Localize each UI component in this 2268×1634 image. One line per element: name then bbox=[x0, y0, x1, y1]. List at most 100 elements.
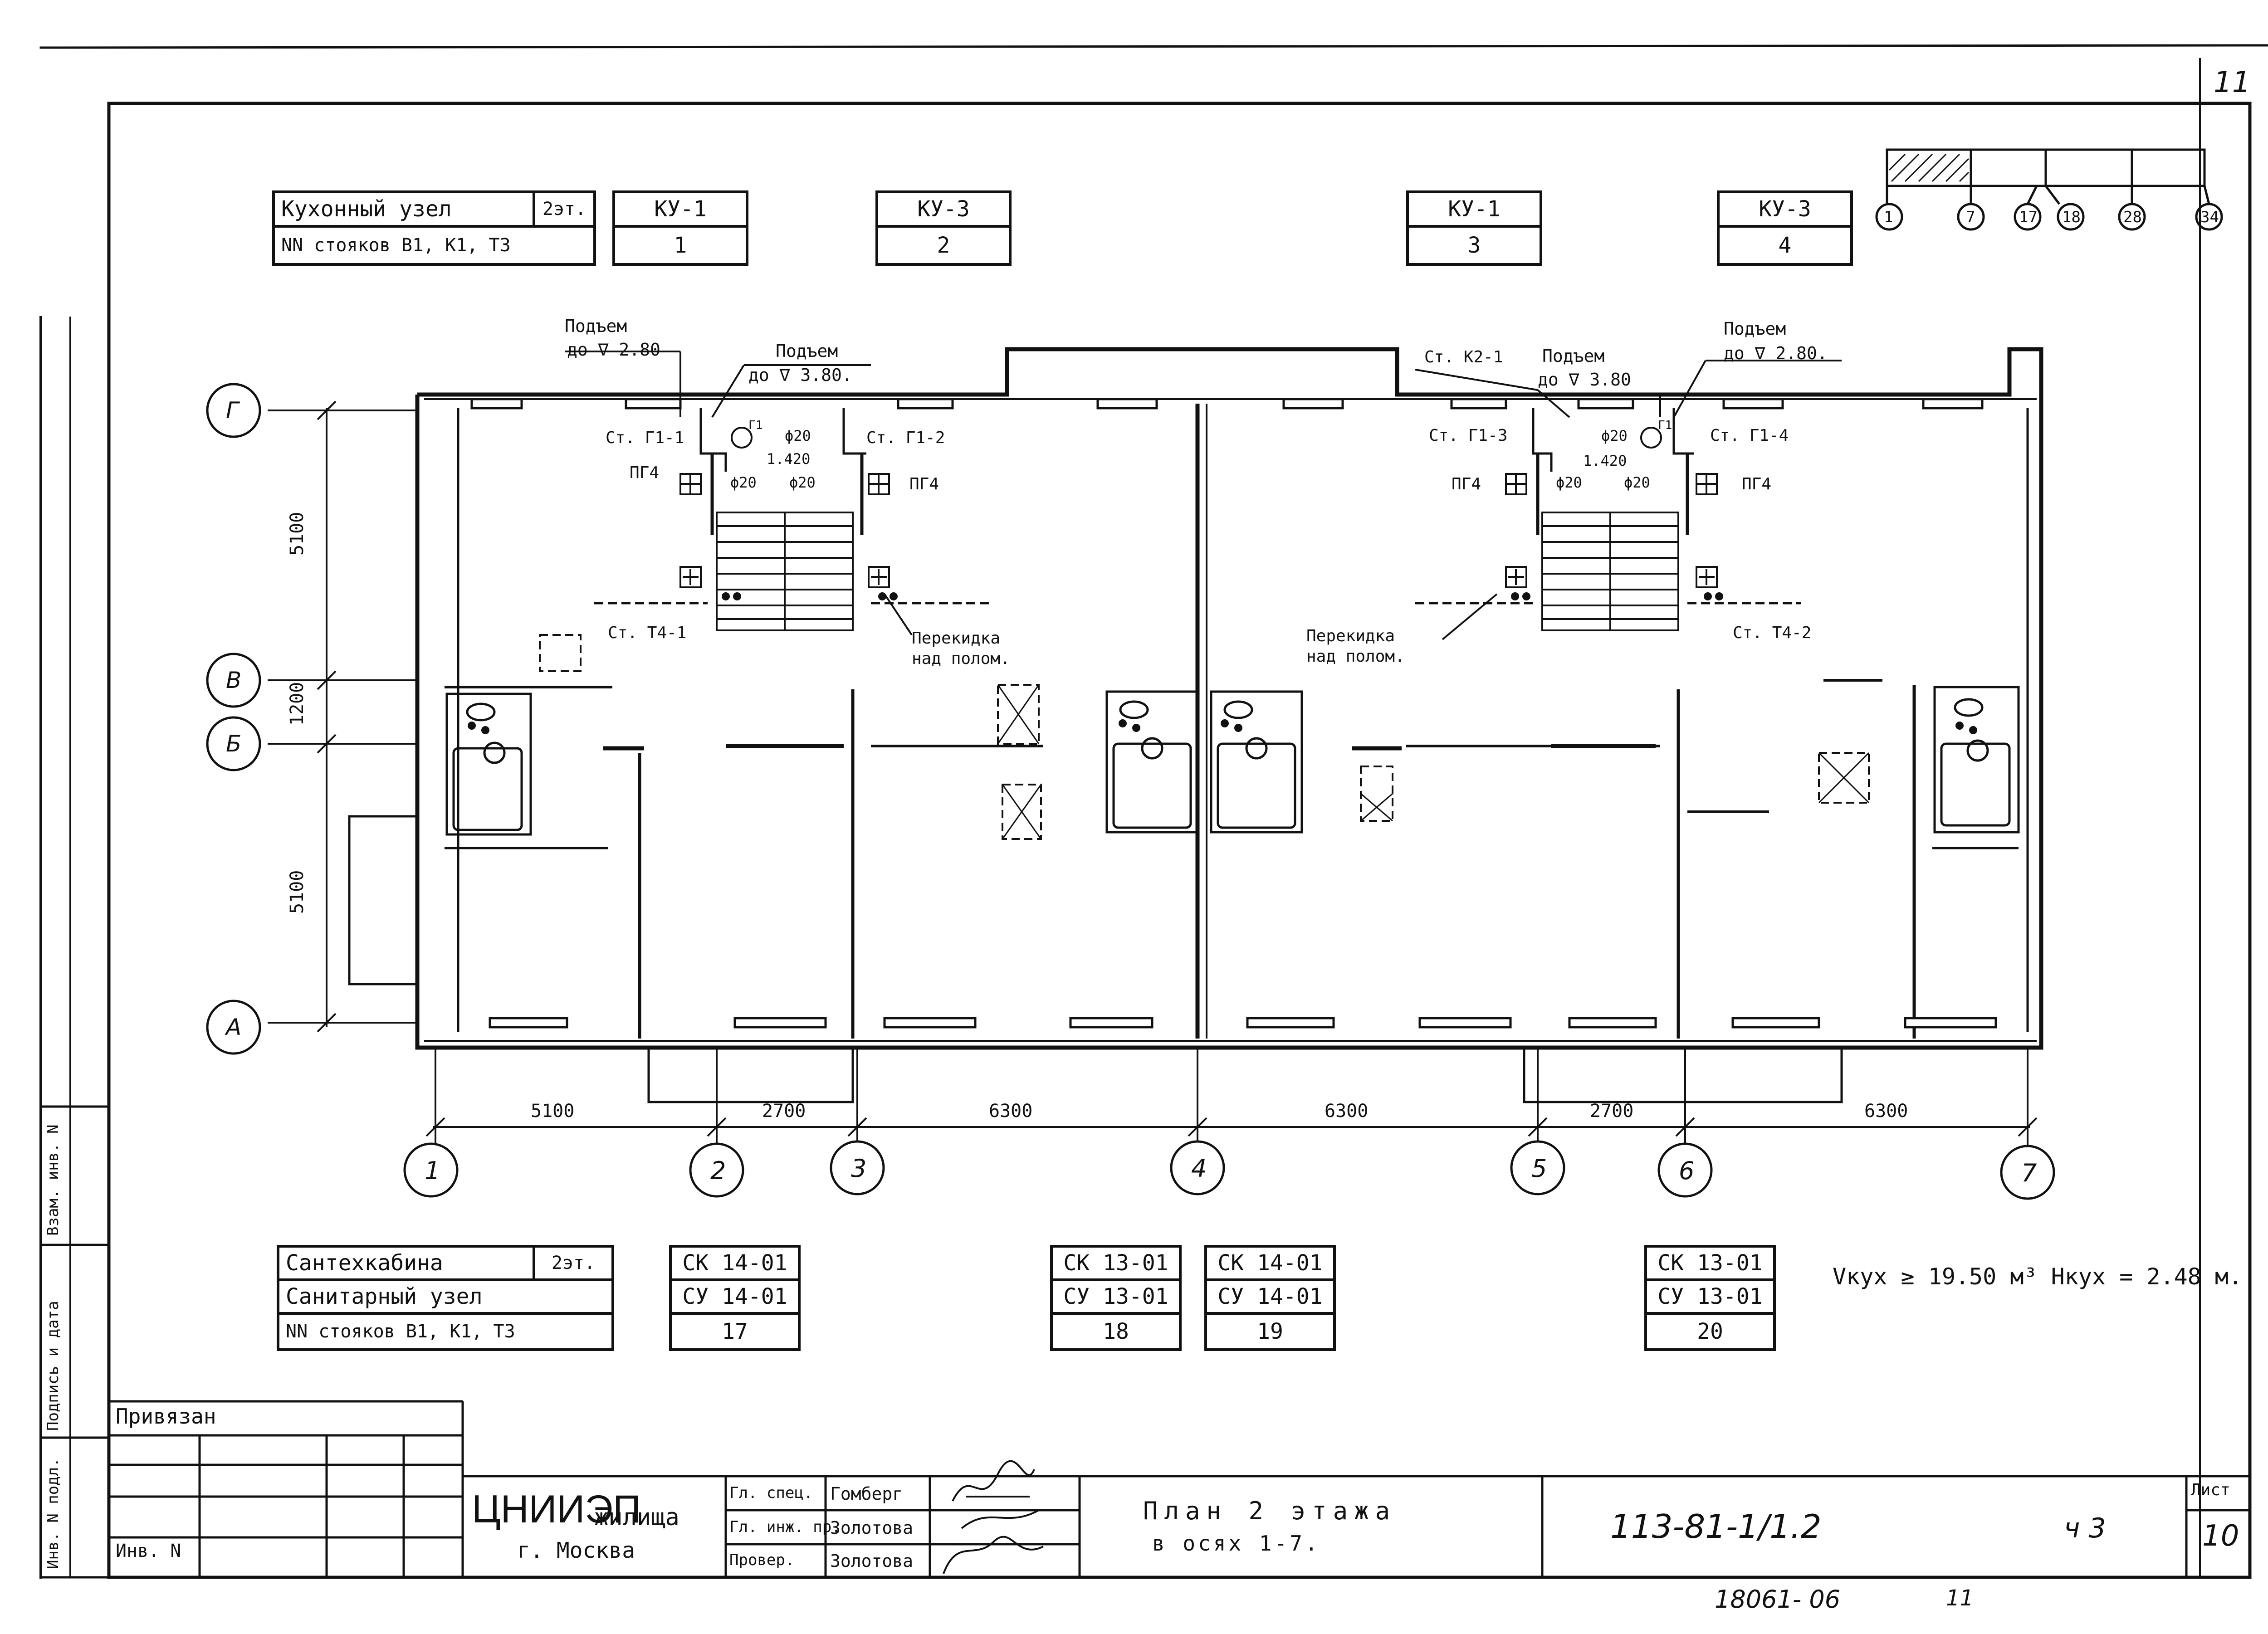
dim-col-2: 2700 bbox=[762, 1101, 806, 1122]
axis-row-v: В bbox=[226, 667, 242, 693]
fragment-label: 7 bbox=[1966, 208, 1975, 226]
rise-note-4: Подъем bbox=[1724, 319, 1786, 339]
bathroom-floor: 2эт. bbox=[533, 1245, 614, 1281]
kitchen-risers: NN стояков В1, К1, Т3 bbox=[272, 225, 596, 266]
bathroom-cy: СУ 13-01 bbox=[1644, 1278, 1776, 1315]
rise-note-1-value: до ∇ 2.80 bbox=[567, 340, 660, 360]
side-stamp-sign: Подпись и дата bbox=[44, 1301, 62, 1431]
riser-label-t4-1: Ст. Т4-1 bbox=[608, 624, 687, 642]
pipe-dia: ϕ20 bbox=[730, 474, 757, 491]
person-name: Золотова bbox=[830, 1518, 914, 1538]
transfer-note-1: Перекидка над полом. bbox=[912, 629, 1010, 668]
bathroom-num: 18 bbox=[1050, 1312, 1182, 1351]
drawing-part: ч 3 bbox=[2064, 1512, 2106, 1544]
bathroom-num: 17 bbox=[669, 1312, 801, 1351]
kitchen-unit-num: 1 bbox=[612, 225, 748, 266]
dim-row-3: 5100 bbox=[287, 870, 308, 914]
dim-col-6: 6300 bbox=[1864, 1101, 1908, 1122]
gas-riser-tag: Г1 bbox=[1658, 419, 1672, 432]
axis-col-2: 2 bbox=[710, 1156, 726, 1185]
fragment-label: 17 bbox=[2019, 208, 2038, 226]
level-1420: 1.420 bbox=[1583, 452, 1627, 469]
kitchen-unit-num: 3 bbox=[1406, 225, 1542, 266]
pipe-dia: ϕ20 bbox=[789, 474, 816, 491]
drawing-code: 113-81-1/1.2 bbox=[1610, 1507, 1822, 1546]
pipe-dia: ϕ20 bbox=[785, 427, 811, 444]
sheet-number: 10 bbox=[2202, 1519, 2239, 1553]
gas-stove-label: ПГ4 bbox=[909, 475, 939, 493]
axis-col-1: 1 bbox=[425, 1156, 440, 1185]
riser-label-g1-1: Ст. Г1-1 bbox=[606, 429, 684, 447]
fragment-label: 34 bbox=[2200, 208, 2219, 226]
attached-label: Привязан bbox=[116, 1404, 216, 1429]
axis-row-a: А bbox=[226, 1014, 242, 1040]
role-label: Гл. инж. пр. bbox=[729, 1518, 841, 1536]
pipe-dia: ϕ20 bbox=[1601, 427, 1628, 444]
riser-label-k2-1: Ст. К2-1 bbox=[1424, 348, 1503, 366]
person-name: Гомберг bbox=[830, 1484, 903, 1504]
org-city: г. Москва bbox=[517, 1538, 635, 1563]
fragment-label: 18 bbox=[2062, 208, 2081, 226]
pipe-dia: ϕ20 bbox=[1624, 474, 1650, 491]
gas-riser-tag: Г1 bbox=[748, 419, 763, 432]
bathroom-cy: СУ 14-01 bbox=[1204, 1278, 1336, 1315]
dim-col-1: 5100 bbox=[531, 1101, 575, 1122]
axis-col-6: 6 bbox=[1679, 1156, 1695, 1185]
axis-col-7: 7 bbox=[2021, 1159, 2037, 1187]
side-stamp-inv: Инв. N подл. bbox=[44, 1458, 62, 1569]
bathroom-num: 20 bbox=[1644, 1312, 1776, 1351]
bathroom-ck: СК 14-01 bbox=[669, 1245, 801, 1281]
gas-stove-label: ПГ4 bbox=[1742, 475, 1772, 493]
drawing-subtitle: в осях 1-7. bbox=[1152, 1531, 1320, 1556]
dim-row-2: 1200 bbox=[287, 682, 308, 726]
bathroom-ck: СК 13-01 bbox=[1050, 1245, 1182, 1281]
riser-label-g1-3: Ст. Г1-3 bbox=[1429, 426, 1508, 445]
bathroom-label-2: Санитарный узел bbox=[277, 1278, 614, 1315]
dim-col-3: 6300 bbox=[989, 1101, 1033, 1122]
gas-stove-label: ПГ4 bbox=[630, 463, 660, 482]
rise-note-4-value: до ∇ 2.80. bbox=[1724, 343, 1828, 363]
bathroom-cy: СУ 14-01 bbox=[669, 1278, 801, 1315]
axis-col-5: 5 bbox=[1531, 1154, 1547, 1183]
dim-col-5: 2700 bbox=[1590, 1101, 1634, 1122]
level-1420: 1.420 bbox=[767, 450, 811, 468]
kitchen-unit-num: 2 bbox=[875, 225, 1012, 266]
kitchen-unit-type: КУ-1 bbox=[1406, 190, 1542, 228]
role-label: Провер. bbox=[729, 1551, 795, 1569]
rise-note-3: Подъем bbox=[1542, 346, 1605, 366]
dim-row-1: 5100 bbox=[287, 512, 308, 556]
kitchen-unit-num: 4 bbox=[1717, 225, 1853, 266]
inv-label: Инв. N bbox=[116, 1541, 181, 1561]
bathroom-num: 19 bbox=[1204, 1312, 1336, 1351]
axis-col-4: 4 bbox=[1191, 1154, 1207, 1183]
bathroom-cy: СУ 13-01 bbox=[1050, 1278, 1182, 1315]
rise-note-2: Подъем bbox=[776, 341, 838, 361]
person-name: Золотова bbox=[830, 1551, 914, 1571]
riser-label-t4-2: Ст. Т4-2 bbox=[1733, 624, 1812, 642]
bottom-stamp: 18061- 06 bbox=[1715, 1585, 1841, 1614]
kitchen-volume-note: Vкух ≥ 19.50 м³ Hкух = 2.48 м. bbox=[1833, 1263, 2243, 1290]
kitchen-unit-type: КУ-1 bbox=[612, 190, 748, 228]
sheet-mark-top-right: 11 bbox=[2214, 66, 2251, 99]
pipe-dia: ϕ20 bbox=[1556, 474, 1582, 491]
riser-label-g1-4: Ст. Г1-4 bbox=[1710, 426, 1789, 445]
org-suffix: жилища bbox=[594, 1504, 679, 1531]
bottom-page: 11 bbox=[1946, 1585, 1974, 1611]
bathroom-label-1: Сантехкабина bbox=[277, 1245, 535, 1281]
kitchen-label: Кухонный узел bbox=[272, 190, 535, 228]
axis-col-3: 3 bbox=[851, 1154, 867, 1183]
kitchen-unit-type: КУ-3 bbox=[1717, 190, 1853, 228]
rise-note-2-value: до ∇ 3.80. bbox=[748, 365, 852, 385]
bathroom-ck: СК 13-01 bbox=[1644, 1245, 1776, 1281]
fragment-label: 28 bbox=[2123, 208, 2142, 226]
axis-row-g: Г bbox=[226, 397, 239, 424]
drawing-title: План 2 этажа bbox=[1143, 1497, 1397, 1525]
gas-stove-label: ПГ4 bbox=[1452, 475, 1481, 493]
kitchen-floor: 2эт. bbox=[533, 190, 596, 228]
rise-note-1: Подъем bbox=[565, 316, 627, 336]
transfer-note-2: Перекидка над полом. bbox=[1306, 627, 1405, 666]
riser-label-g1-2: Ст. Г1-2 bbox=[866, 429, 945, 447]
fragment-label: 1 bbox=[1884, 208, 1893, 226]
role-label: Гл. спец. bbox=[729, 1484, 813, 1502]
